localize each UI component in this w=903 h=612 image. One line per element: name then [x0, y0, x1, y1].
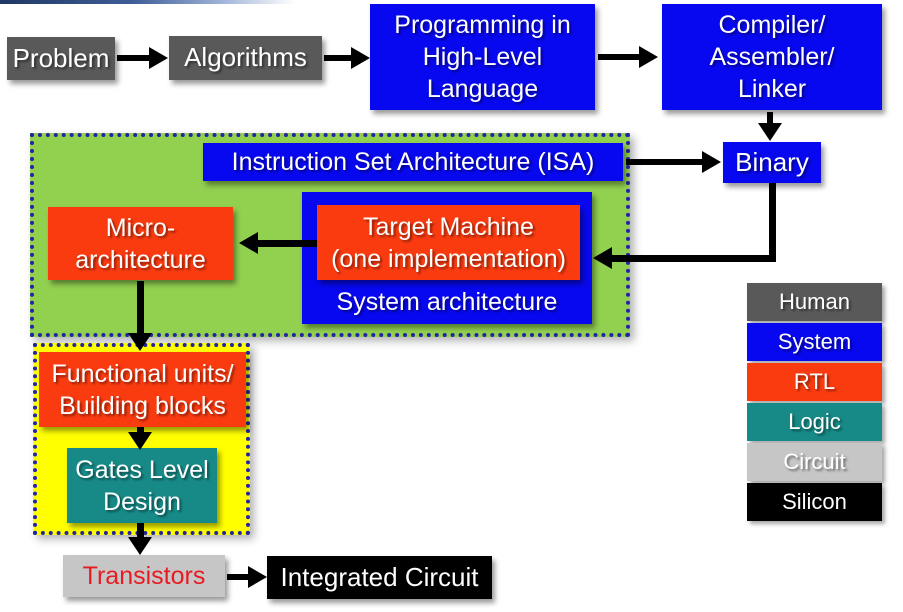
node-gates-level-line1: Gates Level: [75, 455, 209, 484]
node-programming-line1: Programming in: [394, 11, 571, 39]
node-isa: Instruction Set Architecture (ISA): [203, 143, 623, 181]
node-integrated-circuit-label: Integrated Circuit: [280, 561, 479, 592]
node-integrated-circuit: Integrated Circuit: [267, 556, 492, 599]
legend-item-silicon: Silicon: [747, 483, 882, 521]
node-transistors-label: Transistors: [82, 562, 206, 590]
node-transistors: Transistors: [63, 555, 225, 597]
node-algorithms-label: Algorithms: [184, 42, 307, 73]
node-functional-units-line2: Building blocks: [59, 391, 226, 420]
node-functional-units: Functional units/ Building blocks: [39, 352, 246, 427]
node-target-machine-line1: Target Machine: [363, 212, 534, 241]
node-compiler: Compiler/ Assembler/ Linker: [662, 4, 882, 110]
legend-item-human: Human: [747, 283, 882, 321]
node-target-machine: Target Machine (one implementation): [317, 205, 580, 280]
node-algorithms: Algorithms: [169, 36, 322, 80]
legend-item-circuit: Circuit: [747, 443, 882, 481]
node-compiler-line3: Linker: [737, 75, 807, 103]
node-programming: Programming in High-Level Language: [370, 4, 595, 110]
top-accent-line: [0, 0, 295, 4]
node-gates-level-design: Gates Level Design: [67, 448, 217, 523]
node-compiler-line2: Assembler/: [709, 43, 835, 71]
node-problem: Problem: [7, 37, 115, 80]
node-binary-label: Binary: [735, 146, 809, 177]
node-gates-level-line2: Design: [103, 487, 181, 516]
node-programming-line2: High-Level: [422, 43, 543, 71]
node-compiler-line1: Compiler/: [718, 11, 826, 39]
legend-item-logic: Logic: [747, 403, 882, 441]
node-functional-units-line1: Functional units/: [51, 359, 234, 388]
node-microarchitecture-line1: Micro-: [105, 213, 176, 242]
node-binary: Binary: [723, 142, 821, 183]
node-microarchitecture-line2: architecture: [75, 245, 206, 274]
node-microarchitecture: Micro- architecture: [48, 207, 233, 280]
node-programming-line3: Language: [426, 75, 539, 103]
node-problem-label: Problem: [12, 42, 110, 73]
system-architecture-label: System architecture: [336, 287, 558, 316]
node-target-machine-line2: (one implementation): [331, 244, 566, 273]
legend-item-rtl: RTL: [747, 363, 882, 401]
node-isa-label: Instruction Set Architecture (ISA): [231, 148, 595, 176]
legend-item-system: System: [747, 323, 882, 361]
